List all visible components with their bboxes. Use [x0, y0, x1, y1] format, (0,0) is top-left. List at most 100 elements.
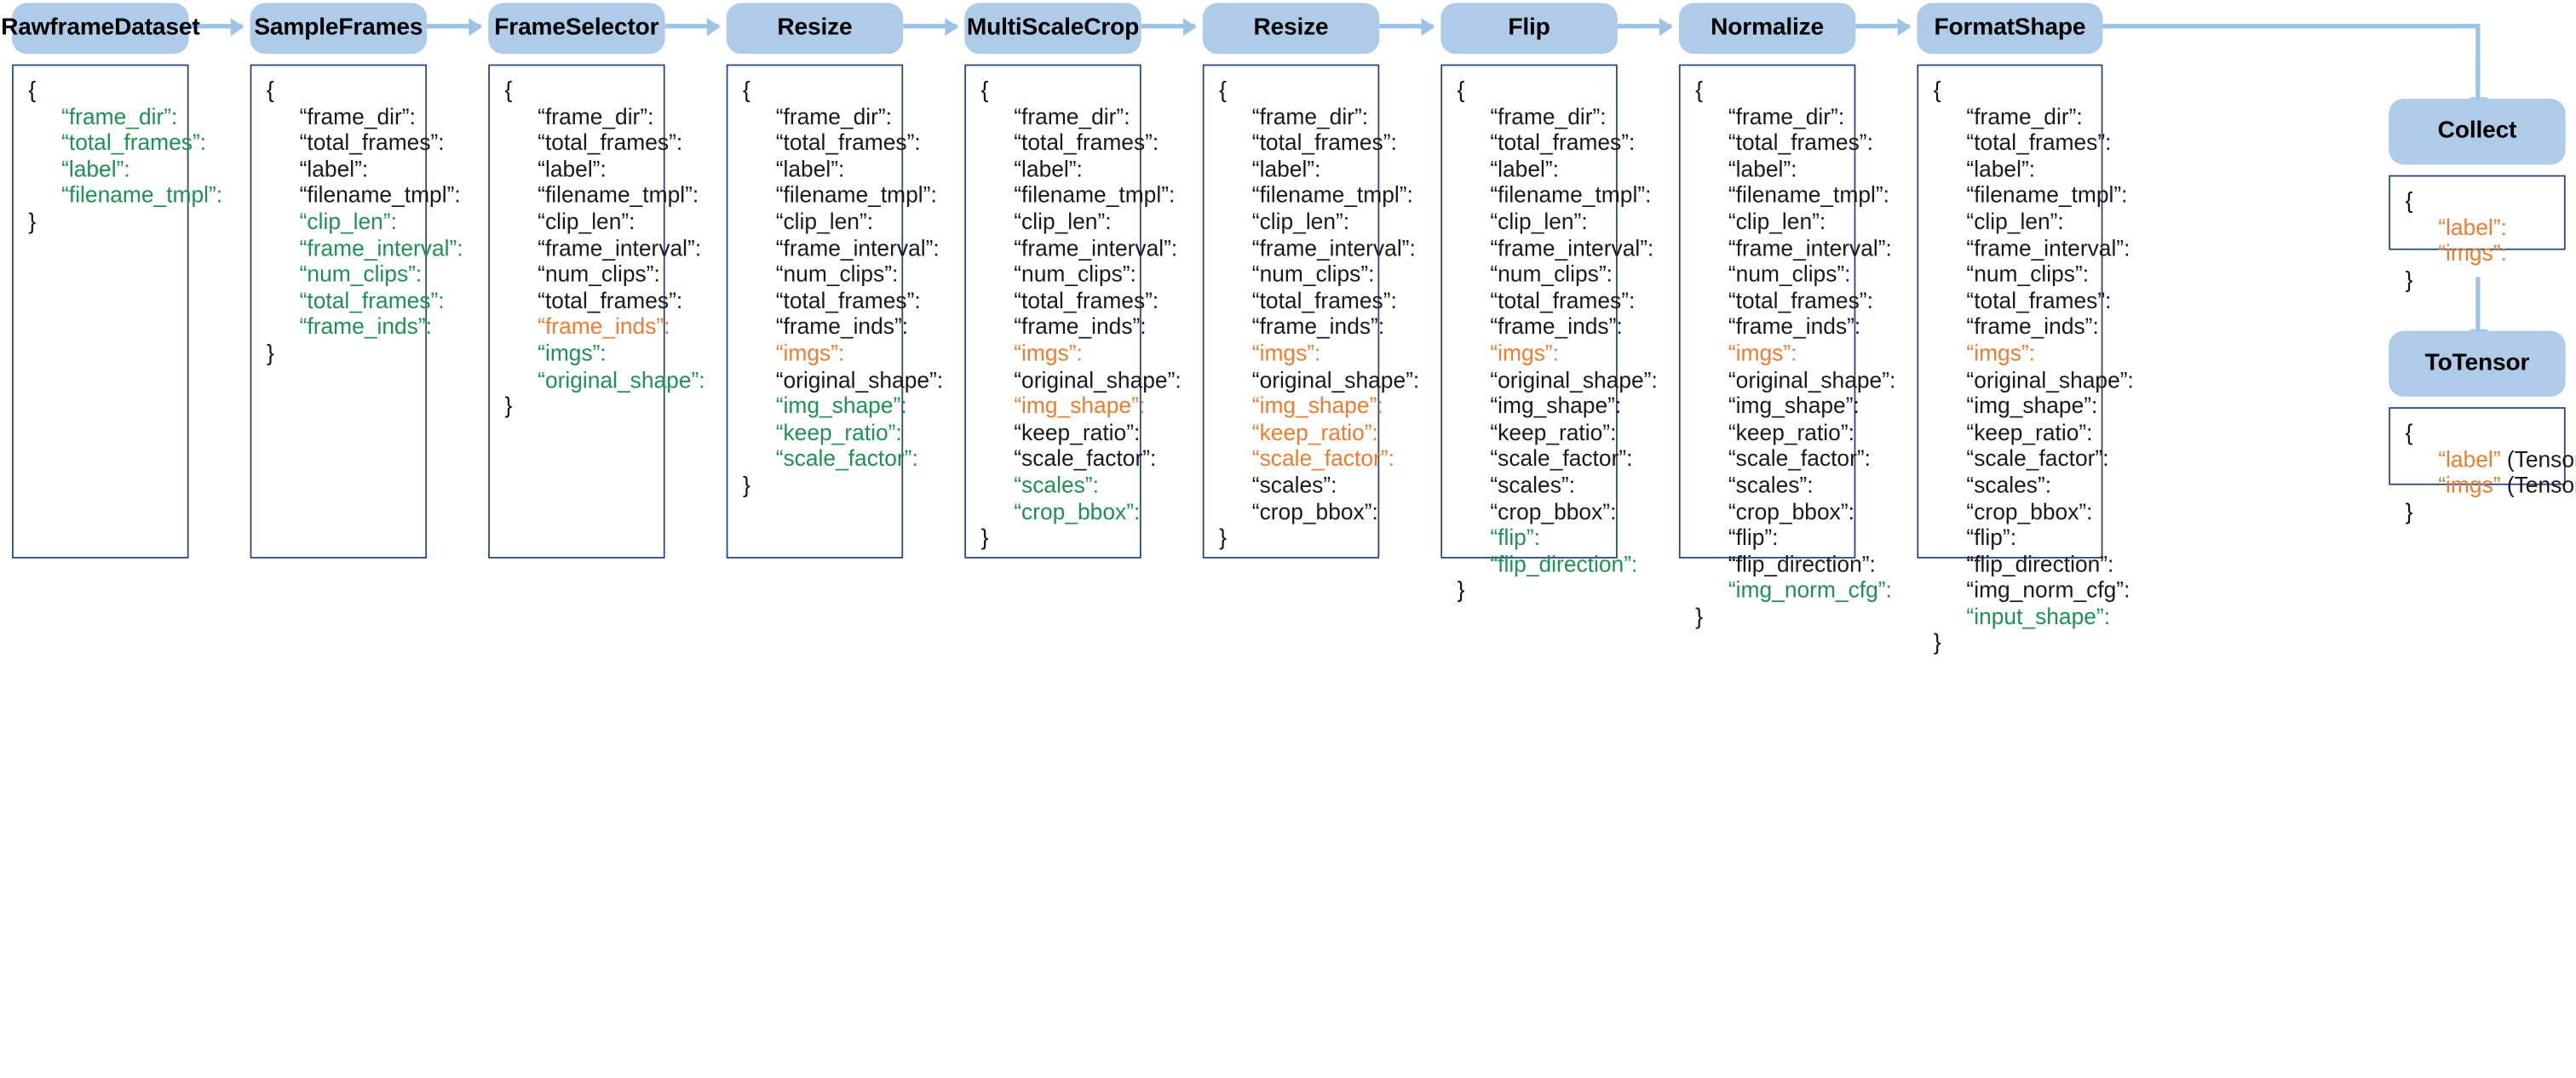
stage-header-sampleframes[interactable]: SampleFrames — [250, 3, 428, 54]
dict-key-name: “frame_inds”: — [299, 314, 432, 341]
dict-key: “img_shape”: — [1458, 394, 1621, 421]
dict-key: “flip”: — [1458, 525, 1607, 552]
dict-open-brace: { — [1219, 77, 1227, 104]
dict-close-brace: } — [1695, 605, 1704, 630]
dict-key-name: “flip”: — [1728, 525, 1779, 552]
dict-key: “total_frames”: — [1458, 289, 1635, 315]
dict-key-name: “num_clips”: — [775, 261, 899, 288]
dict-key-name: “filename_tmpl”: — [1014, 183, 1176, 209]
dict-key-name: “frame_inds”: — [1966, 314, 2099, 341]
pipeline-stage-frameselector: FrameSelector{“frame_dir”:“total_frames”… — [488, 3, 705, 559]
dict-key-name: “clip_len”: — [299, 209, 397, 235]
dict-key: “total_frames”: — [504, 289, 682, 315]
dict-key: “scales”: — [1934, 473, 2092, 499]
dict-key-name: “flip”: — [1966, 525, 2017, 552]
stage-header-normalize[interactable]: Normalize — [1678, 3, 1856, 54]
stage-dict-totensor: {“label” (Tensor):“imgs” (Tensor):} — [2389, 407, 2576, 525]
dict-key-name: “label”: — [299, 157, 369, 183]
stage-header-collect[interactable]: Collect — [2389, 99, 2566, 165]
dict-key-name: “original_shape”: — [1014, 367, 1182, 393]
dict-key: “flip_direction”: — [1934, 552, 2113, 578]
dict-key: “scale_factor”: — [743, 446, 918, 473]
dict-key-name: “total_frames”: — [1728, 130, 1873, 157]
dict-key-name: “scale_factor”: — [775, 446, 918, 473]
dict-key-name: “scales”: — [1251, 473, 1337, 499]
dict-key: “imgs”: — [1934, 341, 2092, 368]
dict-close-brace: } — [1933, 631, 1941, 657]
dict-open-brace: { — [980, 77, 989, 104]
dict-key-name: “imgs”: — [775, 341, 845, 367]
arrow-resize2-to-flip — [1379, 17, 1435, 36]
stage-header-multiscalecrop[interactable]: MultiScaleCrop — [964, 3, 1141, 54]
dict-key-suffix: (Tensor): — [2506, 473, 2576, 499]
dict-key-name: “scale_factor”: — [1966, 446, 2109, 473]
dict-key: “keep_ratio”: — [1934, 421, 2092, 447]
dict-key: “imgs”: — [1695, 341, 1845, 368]
dict-key-name: “original_shape”: — [538, 367, 705, 393]
dict-key-name: “filename_tmpl”: — [1728, 183, 1889, 209]
dict-close-brace: } — [2405, 499, 2413, 525]
arrow-resize-to-multiscalecrop — [903, 17, 959, 36]
dict-key-name: “frame_inds”: — [1728, 314, 1861, 341]
stage-header-flip[interactable]: Flip — [1440, 3, 1618, 54]
dict-key-name: “label”: — [775, 157, 845, 183]
dict-open-brace: { — [743, 77, 750, 104]
dict-key-name: “scales”: — [1014, 473, 1099, 499]
dict-key: “img_norm_cfg”: — [1695, 578, 1892, 605]
dict-key: “filename_tmpl”: — [1458, 183, 1651, 209]
dict-key-name: “total_frames”: — [61, 130, 207, 157]
dict-key: “scale_factor”: — [1219, 446, 1394, 473]
pipeline-stage-normalize: Normalize{“frame_dir”:“total_frames”:“la… — [1678, 3, 1895, 630]
dict-key-name: “frame_dir”: — [299, 104, 416, 130]
elbow-formatshape-to-collect-horizontal — [2102, 24, 2481, 29]
dict-key-name: “flip”: — [1490, 525, 1540, 552]
dict-key: “frame_interval”: — [743, 236, 940, 262]
pipeline-stage-flip: Flip{“frame_dir”:“total_frames”:“label”:… — [1440, 3, 1658, 604]
dict-key: “flip_direction”: — [1458, 552, 1637, 578]
elbow-formatshape-to-collect-vertical — [2475, 24, 2481, 86]
dict-key: “total_frames”: — [1219, 130, 1397, 157]
stage-header-totensor[interactable]: ToTensor — [2389, 330, 2566, 397]
pipeline-stage-collect: Collect{“label”:“imgs”:} — [2389, 99, 2566, 293]
stage-header-frameselector[interactable]: FrameSelector — [488, 3, 665, 54]
dict-key: “original_shape”: — [1934, 368, 2133, 394]
dict-key-name: “label”: — [1251, 157, 1321, 183]
dict-key: “clip_len”: — [1934, 209, 2092, 236]
dict-key: “input_shape”: — [1934, 605, 2110, 631]
dict-key: “label”: — [981, 157, 1131, 183]
dict-key-name: “filename_tmpl”: — [61, 183, 223, 209]
dict-close-brace: } — [1457, 578, 1465, 605]
dict-key-name: “frame_interval”: — [299, 236, 463, 261]
dict-key: “total_frames”: — [28, 130, 206, 157]
pipeline-stage-sampleframes: SampleFrames{“frame_dir”:“total_frames”:… — [250, 3, 463, 559]
dict-key-name: “total_frames”: — [1014, 288, 1159, 314]
dict-key: “frame_interval”: — [1695, 236, 1892, 262]
dict-key: “clip_len”: — [1219, 209, 1369, 236]
dict-key: “label”: — [28, 157, 178, 183]
dict-key: “frame_interval”: — [1219, 236, 1416, 262]
dict-key: “keep_ratio”: — [1219, 421, 1378, 447]
dict-key-name: “imgs”: — [2438, 241, 2507, 267]
dict-key: “total_frames”: — [1219, 289, 1397, 315]
dict-key-suffix: (Tensor): — [2506, 446, 2576, 473]
dict-key-name: “original_shape”: — [1966, 367, 2134, 393]
dict-key: “num_clips”: — [981, 262, 1136, 289]
dict-key-name: “frame_inds”: — [1490, 314, 1623, 341]
dict-key-name: “total_frames”: — [1251, 130, 1397, 157]
dict-close-brace: } — [266, 341, 274, 367]
dict-key: “total_frames”: — [1458, 130, 1635, 157]
stage-header-resize-2[interactable]: Resize — [1202, 3, 1380, 54]
dict-key: “total_frames”: — [267, 130, 445, 157]
dict-key-name: “clip_len”: — [1490, 209, 1588, 235]
dict-key: “scale_factor”: — [1934, 446, 2108, 473]
stage-header-rawframedataset[interactable]: RawframeDataset — [1, 3, 200, 54]
dict-key: “frame_inds”: — [743, 315, 908, 341]
dict-key: “label”: — [504, 157, 654, 183]
dict-key: “frame_dir”: — [504, 104, 654, 130]
dict-key-name: “clip_len”: — [1014, 209, 1112, 235]
stage-header-resize[interactable]: Resize — [726, 3, 904, 54]
stage-header-formatshape[interactable]: FormatShape — [1917, 3, 2103, 54]
dict-close-brace: } — [504, 393, 513, 420]
dict-key: “num_clips”: — [1458, 262, 1613, 289]
